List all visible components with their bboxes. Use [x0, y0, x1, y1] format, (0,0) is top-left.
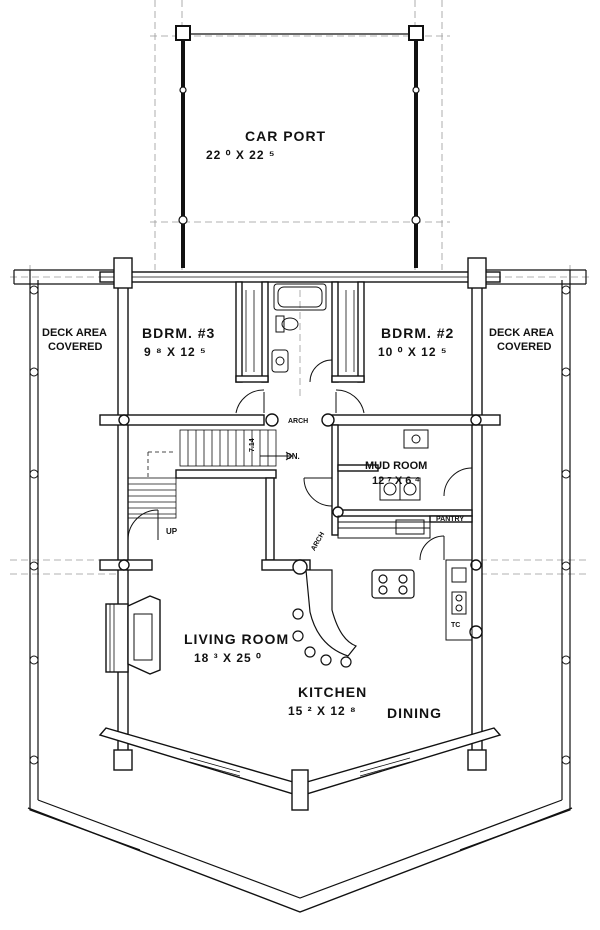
- mud-room-dims: 12 ⁷ X 6 ⁴: [372, 475, 420, 487]
- mud-room-fixtures: [379, 429, 429, 501]
- deck-left-sub: COVERED: [48, 341, 102, 353]
- front-windows: [189, 757, 411, 777]
- stove-island: [371, 569, 415, 599]
- living-room-dims: 18 ³ X 25 ⁰: [194, 651, 262, 665]
- tc-label: TC: [451, 622, 460, 629]
- bathroom-fixtures: [271, 283, 327, 373]
- living-room-name: LIVING ROOM: [184, 631, 289, 647]
- breakfast-bar: [292, 569, 357, 668]
- column-posts: [118, 413, 483, 639]
- kitchen-name: KITCHEN: [298, 684, 367, 700]
- car-port-name: CAR PORT: [245, 128, 326, 144]
- kitchen-dims: 15 ² X 12 ⁸: [288, 704, 357, 718]
- down-label: DN.: [286, 452, 300, 461]
- kitchen-cabinets: [337, 515, 473, 641]
- mud-room-name: MUD ROOM: [365, 460, 427, 472]
- exterior-walls: [98, 257, 502, 811]
- closets: [245, 290, 355, 372]
- dining-name: DINING: [387, 705, 442, 721]
- car-port-dims: 22 ⁰ X 22 ⁵: [206, 148, 275, 162]
- bedroom3-dims: 9 ⁸ X 12 ⁵: [144, 345, 207, 359]
- bedroom2-dims: 10 ⁰ X 12 ⁵: [378, 345, 447, 359]
- room-labels: CAR PORT 22 ⁰ X 22 ⁵ BDRM. #3 9 ⁸ X 12 ⁵…: [42, 128, 554, 721]
- stair-count-label: 7.14: [249, 438, 256, 452]
- car-port: [175, 25, 424, 268]
- deck-right-name: DECK AREA: [489, 327, 554, 339]
- deck-right-sub: COVERED: [497, 341, 551, 353]
- bedroom3-name: BDRM. #3: [142, 325, 215, 341]
- arch-top-label: ARCH: [288, 418, 308, 425]
- fireplace: [105, 595, 161, 675]
- deck-outline: [13, 269, 587, 913]
- deck-posts: [29, 285, 571, 765]
- doors: [127, 359, 473, 561]
- up-label: UP: [166, 527, 178, 536]
- pantry-label: PANTRY: [436, 516, 464, 523]
- deck-left-name: DECK AREA: [42, 327, 107, 339]
- arch-side-label: ARCH: [310, 531, 326, 552]
- staircase: [127, 429, 293, 519]
- bedroom2-name: BDRM. #2: [381, 325, 454, 341]
